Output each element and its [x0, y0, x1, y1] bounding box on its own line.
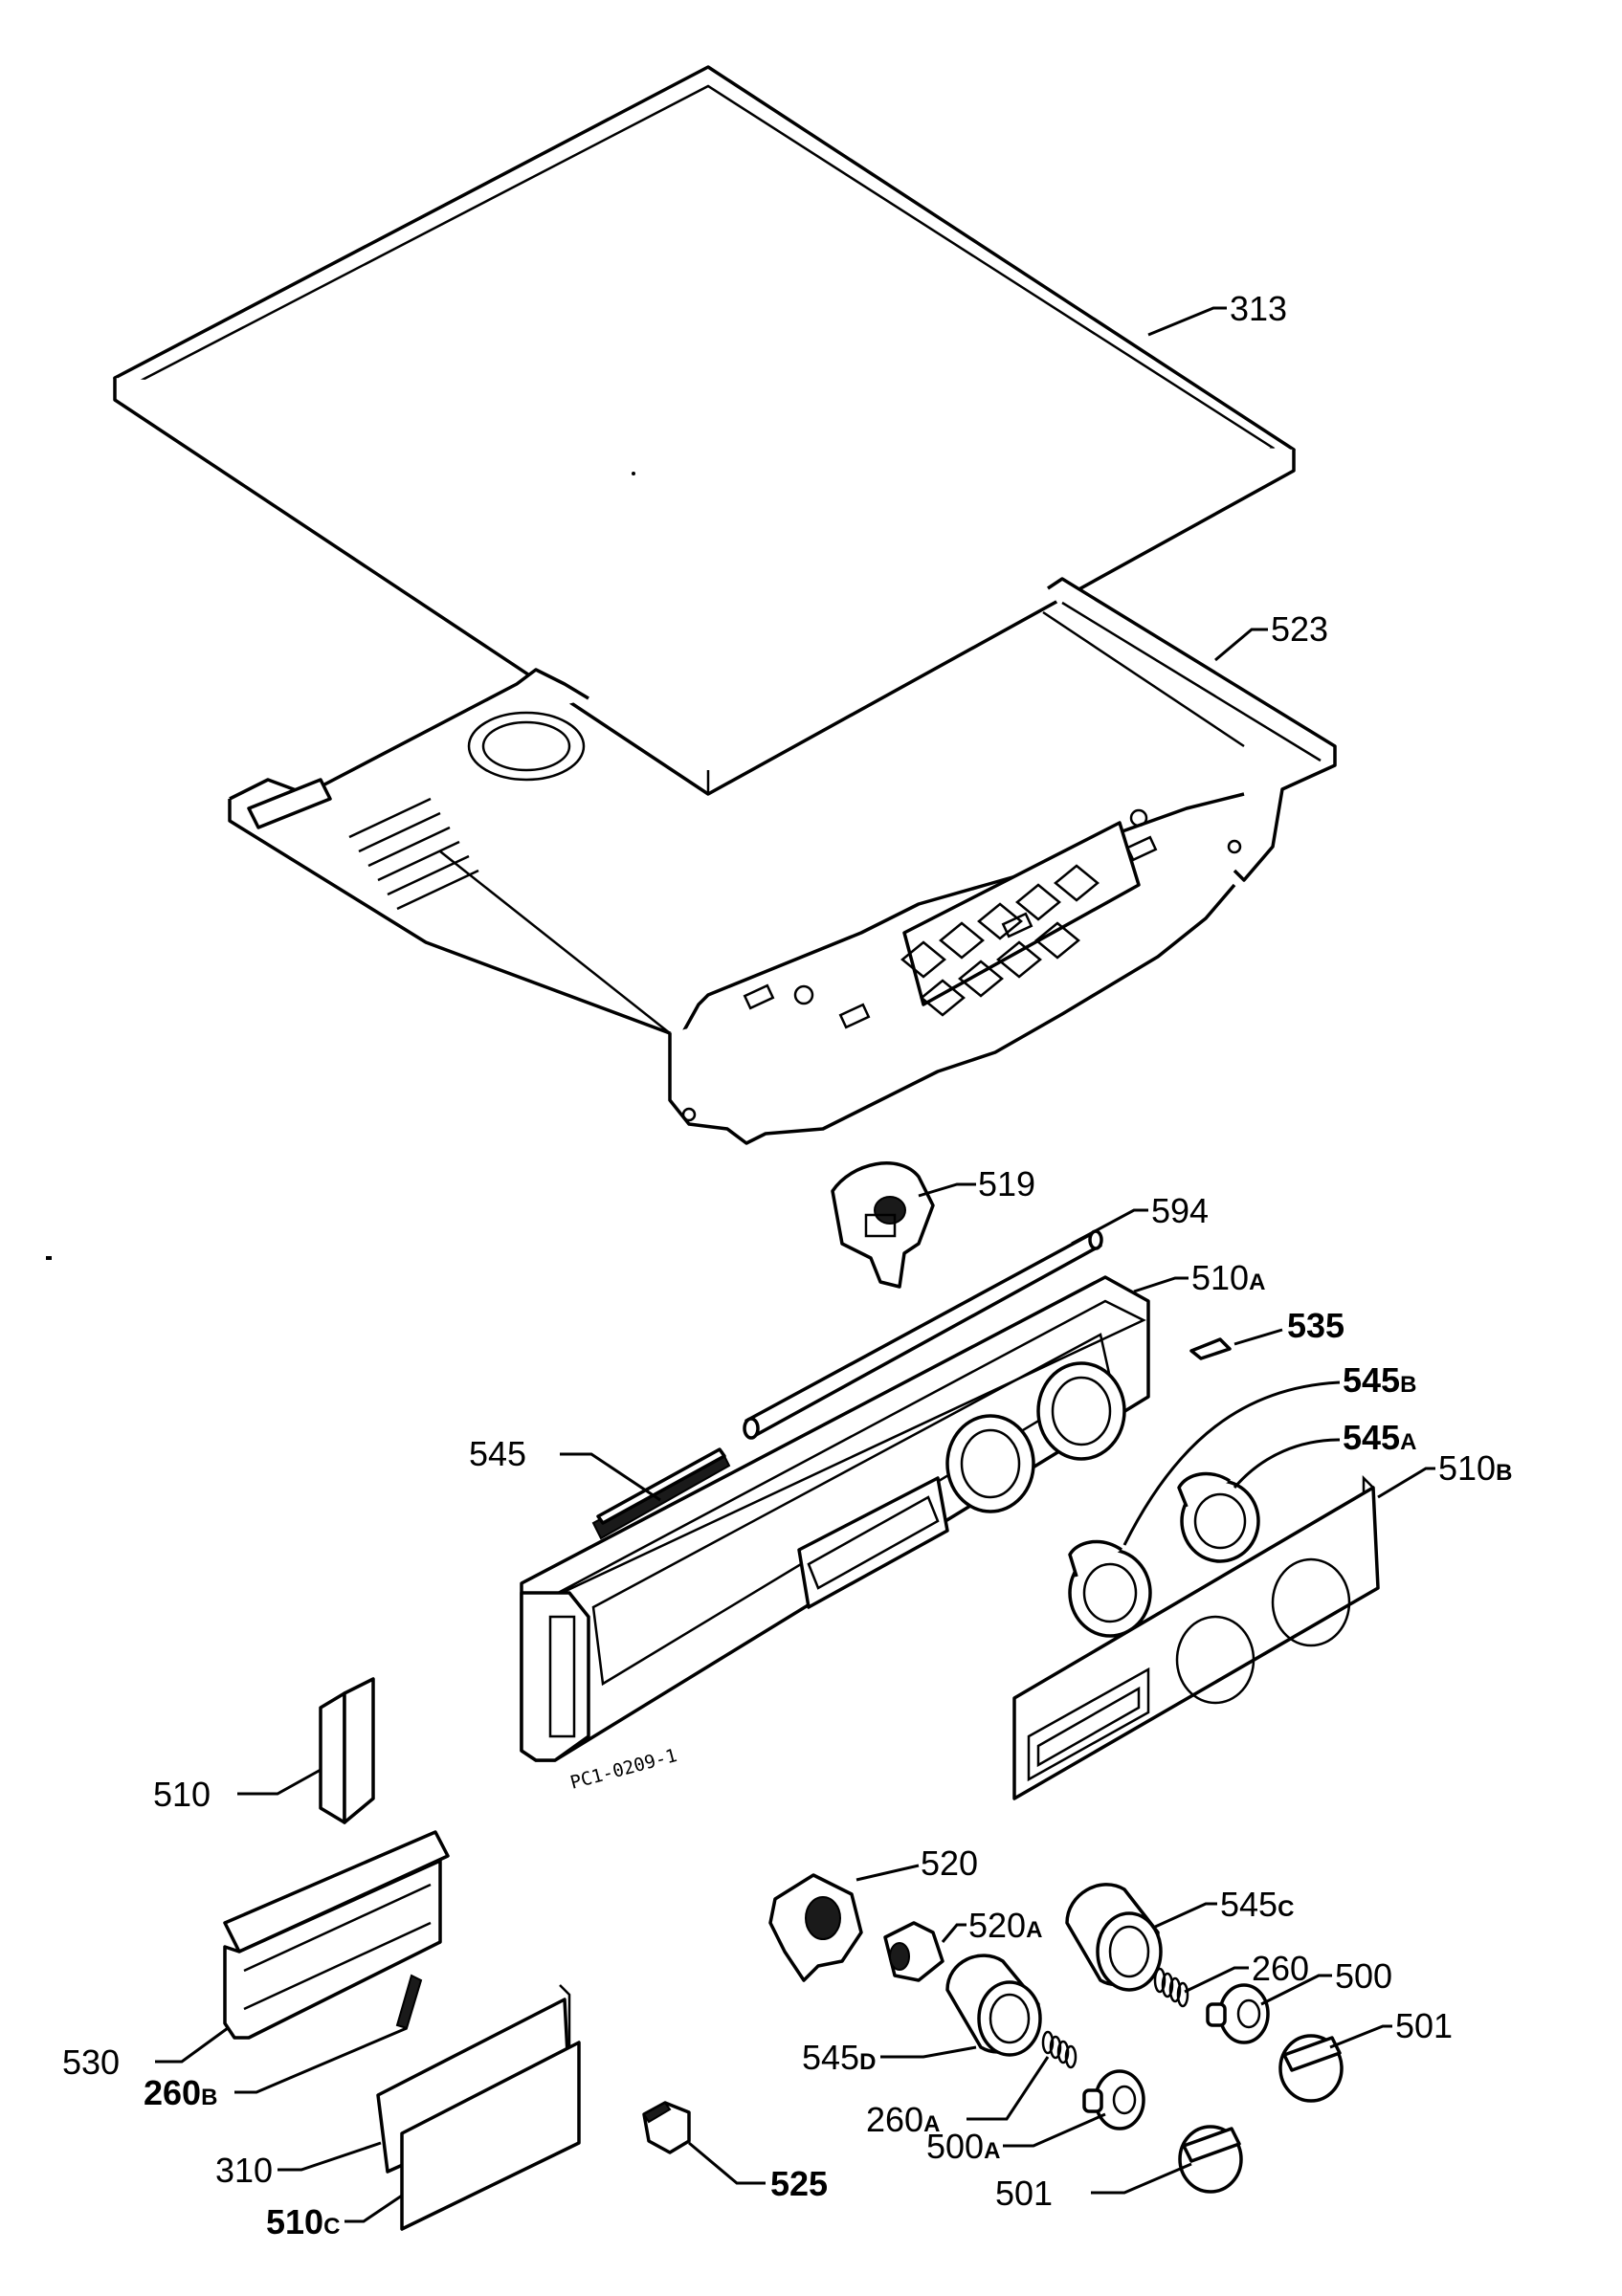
part-500a-knob-base [1082, 2069, 1145, 2130]
part-260b-pin [395, 1974, 423, 2030]
part-519 [831, 1161, 935, 1289]
label-545: 545 [469, 1434, 526, 1473]
label-260: 260 [1252, 1949, 1309, 1988]
part-labels: 313 523 519 594 510A 535 545B 545A 545 5… [62, 289, 1512, 2241]
label-523: 523 [1271, 609, 1328, 649]
label-260a: 260A [866, 2100, 940, 2139]
label-520: 520 [921, 1843, 978, 1883]
speck [632, 472, 635, 475]
label-535: 535 [1287, 1306, 1344, 1345]
label-510b: 510B [1438, 1448, 1512, 1488]
label-545a: 545A [1343, 1418, 1416, 1457]
part-501-knob-right [1278, 2034, 1344, 2103]
part-545-bar [591, 1447, 731, 1540]
label-545c: 545C [1220, 1885, 1294, 1924]
label-545d: 545D [802, 2038, 876, 2077]
panel-stamp: PC1-0209-1 [568, 1745, 679, 1794]
label-501-right: 501 [1395, 2006, 1453, 2045]
label-525: 525 [770, 2164, 828, 2203]
part-501-knob-bottom [1178, 2125, 1243, 2194]
part-520a [883, 1921, 944, 1982]
label-260b: 260B [144, 2073, 217, 2112]
label-510a: 510A [1191, 1258, 1265, 1297]
leader-lines [155, 306, 1435, 2223]
part-510a-control-panel: PC1-0209-1 [520, 1275, 1150, 1794]
part-545d-sleeve [945, 1954, 1042, 2057]
label-501-bottom: 501 [995, 2174, 1053, 2213]
label-500a: 500A [926, 2127, 1000, 2166]
label-310: 310 [215, 2151, 273, 2190]
part-260a-spring [1041, 2030, 1078, 2069]
label-594: 594 [1151, 1191, 1209, 1230]
part-545c-sleeve [1065, 1883, 1163, 1992]
part-594-rod [743, 1229, 1103, 1440]
label-545b: 545B [1343, 1360, 1416, 1400]
part-535 [1189, 1337, 1232, 1360]
label-510c: 510C [266, 2202, 340, 2241]
label-520a: 520A [968, 1906, 1042, 1945]
part-525-plug [642, 2101, 691, 2154]
part-313-top-cover [113, 65, 1296, 796]
label-313: 313 [1230, 289, 1287, 328]
part-530-handle [223, 1830, 450, 2040]
part-520 [768, 1873, 863, 1982]
speck [46, 1256, 52, 1260]
label-500: 500 [1335, 1956, 1392, 1996]
label-519: 519 [978, 1164, 1035, 1203]
part-500-knob-base [1206, 1983, 1270, 2044]
part-510b-front-plate [1012, 1474, 1380, 1800]
label-510: 510 [153, 1775, 211, 1814]
part-523-chassis-frame [228, 577, 1337, 1145]
label-530: 530 [62, 2042, 120, 2082]
part-545a-sleeve [1177, 1471, 1260, 1563]
part-510-side-trim [319, 1677, 375, 1824]
part-545b-sleeve [1068, 1539, 1152, 1638]
part-260-spring [1153, 1967, 1189, 2008]
